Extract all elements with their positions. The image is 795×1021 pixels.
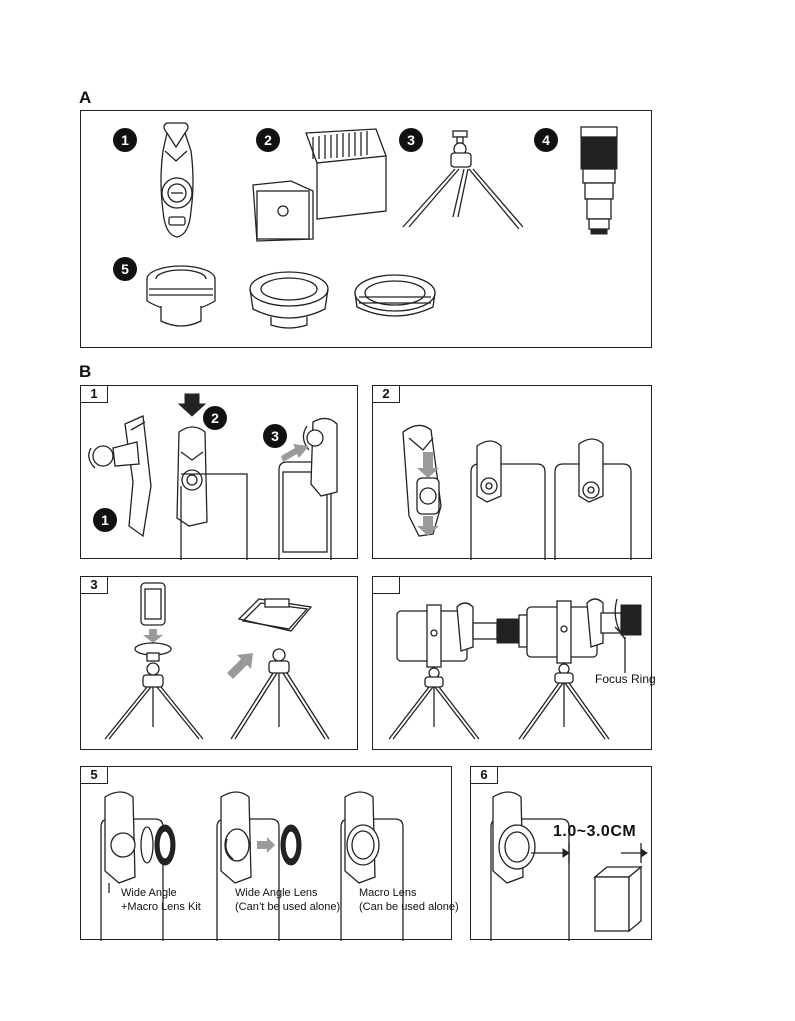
lens-kit-illustration	[147, 266, 435, 328]
step-5-illustration	[81, 767, 453, 941]
step-4-illustration	[373, 577, 653, 751]
section-a-label: A	[79, 88, 91, 108]
section-b-label: B	[79, 362, 91, 382]
step-1-illustration	[81, 386, 359, 560]
step-6-panel: 6 1.0~3.0CM	[470, 766, 652, 940]
parts-panel: 1 2 3 4 5	[80, 110, 652, 348]
step-2-illustration	[373, 386, 653, 560]
step-3-panel: 3	[80, 576, 358, 750]
step-1-panel: 1 1 2 3	[80, 385, 358, 559]
clip-illustration	[161, 123, 193, 237]
tripod-illustration	[403, 131, 523, 229]
holder-illustration	[253, 129, 386, 241]
telephoto-illustration	[581, 127, 617, 234]
step-2-panel: 2	[372, 385, 652, 559]
parts-illustration	[81, 111, 653, 349]
step-3-illustration	[81, 577, 359, 751]
step-6-illustration	[471, 767, 653, 941]
step-5-panel: 5 Wide Angle +Macro Lens Kit Wide Angle …	[80, 766, 452, 940]
step-4-panel: Focus Ring	[372, 576, 652, 750]
